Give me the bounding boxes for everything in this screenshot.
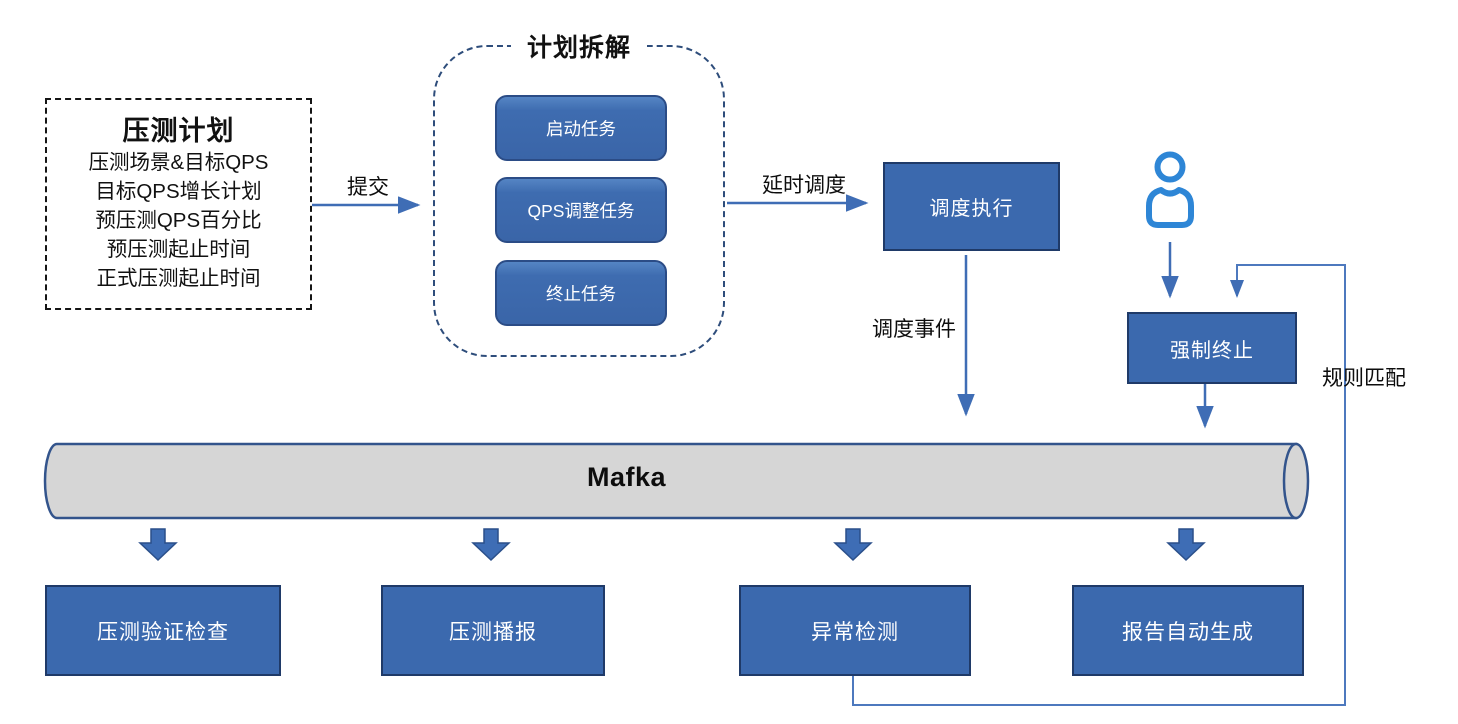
task-qps-adjust: QPS调整任务	[495, 177, 667, 243]
queue-fanout-arrows	[138, 528, 1206, 562]
report-generate-node: 报告自动生成	[1072, 585, 1304, 676]
flow-arrow-verify	[138, 528, 178, 562]
flow-arrow-report	[1166, 528, 1206, 562]
plan-decompose-group: 计划拆解 启动任务 QPS调整任务 终止任务	[433, 28, 725, 357]
load-test-plan-box: 压测计划 压测场景&目标QPS 目标QPS增长计划 预压测QPS百分比 预压测起…	[45, 98, 312, 310]
plan-decompose-title: 计划拆解	[510, 28, 648, 64]
flow-arrow-anomaly	[833, 528, 873, 562]
mafka-label: Mafka	[586, 462, 667, 492]
task-start: 启动任务	[495, 95, 667, 161]
plan-line: 目标QPS增长计划	[95, 180, 262, 203]
plan-line: 预压测QPS百分比	[95, 209, 262, 232]
delay-schedule-label: 延时调度	[762, 174, 846, 197]
user-icon	[1146, 151, 1194, 228]
plan-line: 预压测起止时间	[106, 238, 251, 261]
anomaly-detect-node: 异常检测	[739, 585, 971, 676]
verify-check-node: 压测验证检查	[45, 585, 281, 676]
plan-title: 压测计划	[122, 116, 235, 146]
plan-line: 正式压测起止时间	[96, 267, 261, 290]
mafka-cylinder	[43, 442, 1310, 520]
task-terminate: 终止任务	[495, 260, 667, 326]
rule-match-label: 规则匹配	[1322, 367, 1406, 390]
rule-match-feedback-arrow	[852, 264, 1346, 706]
flow-arrow-broadcast	[471, 528, 511, 562]
broadcast-node: 压测播报	[381, 585, 605, 676]
scheduler-node: 调度执行	[883, 162, 1060, 251]
submit-label: 提交	[347, 176, 389, 199]
schedule-event-label: 调度事件	[872, 318, 956, 341]
plan-line: 压测场景&目标QPS	[88, 151, 269, 174]
force-stop-node: 强制终止	[1127, 312, 1297, 384]
